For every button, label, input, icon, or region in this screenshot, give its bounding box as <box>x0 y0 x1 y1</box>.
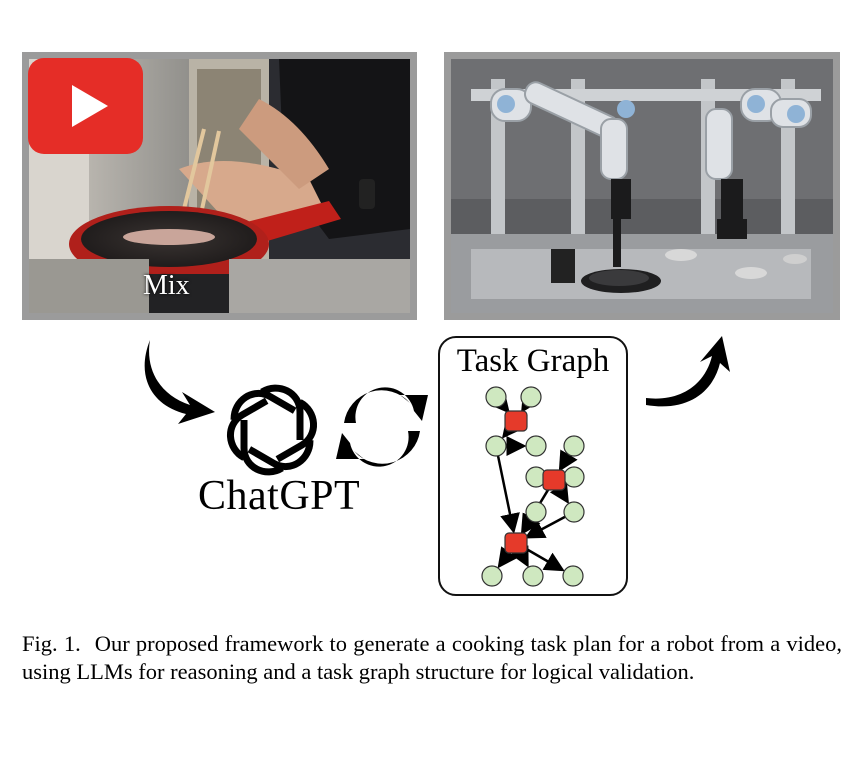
graph-edge <box>510 545 529 568</box>
action-node <box>504 410 528 432</box>
chatgpt-label: ChatGPT <box>198 473 361 519</box>
object-node <box>525 501 547 523</box>
object-node <box>485 435 507 457</box>
curved-arrow-up-icon <box>646 336 730 407</box>
action-label-mix: Mix <box>143 270 190 301</box>
object-node <box>520 386 542 408</box>
openai-logo-icon <box>222 385 323 475</box>
caption-text: Our proposed framework to generate a coo… <box>22 631 842 684</box>
task-graph-diagram <box>481 386 585 587</box>
object-node <box>562 565 584 587</box>
robot-kitchen-photo <box>451 59 833 313</box>
figure-caption: Fig. 1.Our proposed framework to generat… <box>22 630 842 686</box>
figure-label: Fig. 1. <box>22 631 81 656</box>
object-node <box>563 501 585 523</box>
task-graph-box: Task Graph <box>438 336 628 596</box>
object-node <box>485 386 507 408</box>
object-node <box>522 565 544 587</box>
task-graph-title: Task Graph <box>456 343 610 379</box>
object-node <box>563 466 585 488</box>
graph-edge <box>496 455 520 534</box>
action-node <box>504 532 528 554</box>
graph-edge <box>521 390 541 413</box>
graph-edge <box>558 449 578 472</box>
action-node <box>542 469 566 491</box>
graph-edge <box>524 546 565 572</box>
robot-frame <box>444 52 840 320</box>
refresh-cycle-icon <box>336 387 428 467</box>
curved-arrow-down-icon <box>144 340 215 424</box>
graph-edge <box>524 515 566 539</box>
graph-edge <box>489 391 510 414</box>
object-node <box>563 435 585 457</box>
youtube-play-icon <box>28 58 143 154</box>
graph-edge <box>497 546 518 569</box>
graph-edge <box>549 481 569 504</box>
object-node <box>481 565 503 587</box>
object-node <box>525 435 547 457</box>
